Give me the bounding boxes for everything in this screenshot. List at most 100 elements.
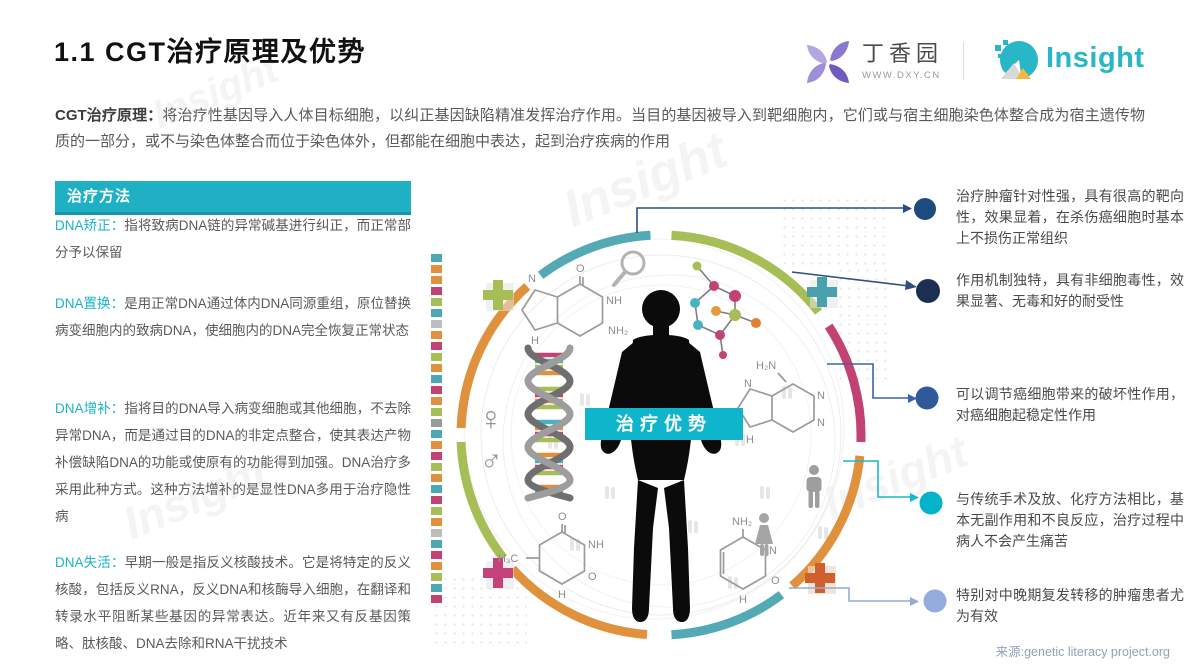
karyotype-square	[431, 254, 442, 262]
karyotype-square	[431, 540, 442, 548]
karyotype-square	[431, 353, 442, 361]
karyotype-square	[431, 320, 442, 328]
advantage-dot	[914, 198, 936, 220]
karyotype-square	[431, 441, 442, 449]
dxy-url: WWW.DXY.CN	[862, 70, 941, 81]
svg-text:H: H	[558, 589, 566, 601]
karyotype-square	[431, 386, 442, 394]
methods-header: 治疗方法	[55, 181, 411, 215]
svg-text:NH₂: NH₂	[608, 325, 628, 337]
karyotype-square	[431, 551, 442, 559]
karyotype-square	[431, 298, 442, 306]
karyotype-square	[431, 474, 442, 482]
karyotype-strip	[431, 254, 444, 606]
karyotype-square	[431, 496, 442, 504]
human-silhouette	[600, 290, 722, 622]
gender-symbols: ♀ ♂	[478, 400, 504, 477]
svg-text:H₃C: H₃C	[498, 553, 518, 565]
karyotype-square	[431, 364, 442, 372]
karyotype-square	[431, 331, 442, 339]
adenine-structure: H₂N N N N H	[736, 360, 825, 446]
method-text: 指将致病DNA链的异常碱基进行纠正，而正常部分予以保留	[55, 218, 411, 260]
karyotype-square	[431, 518, 442, 526]
therapy-ring	[456, 230, 866, 640]
karyotype-square	[431, 397, 442, 405]
magnifier-icon	[612, 250, 646, 287]
method-item-dna-inactivation: DNA失活：早期一般是指反义核酸技术。它是将特定的反义核酸，包括反义RNA，反义…	[55, 549, 411, 657]
karyotype-square	[431, 309, 442, 317]
method-label: DNA增补：	[55, 401, 125, 416]
karyotype-square	[431, 562, 442, 570]
method-label: DNA矫正：	[55, 218, 125, 233]
background-swirls	[463, 238, 845, 620]
karyotype-square	[431, 265, 442, 273]
intro-label: CGT治疗原理：	[55, 107, 163, 124]
dxy-logo-text: 丁香园 WWW.DXY.CN	[862, 41, 944, 82]
advantage-item: 与传统手术及放、化疗方法相比，基本无副作用和不良反应，治疗过程中病人不会产生痛苦	[956, 491, 1184, 549]
svg-text:NH₂: NH₂	[732, 516, 752, 528]
page-title: 1.1 CGT治疗原理及优势	[54, 37, 367, 67]
karyotype-square	[431, 408, 442, 416]
dxy-logo-icon	[802, 36, 854, 88]
male-person-icon	[806, 465, 822, 508]
intro-paragraph: CGT治疗原理：将治疗性基因导入人体目标细胞，以纠正基因缺陷精准发挥治疗作用。当…	[55, 103, 1145, 155]
karyotype-square	[431, 595, 442, 603]
source-note: 来源:genetic literacy project.org	[995, 645, 1170, 659]
svg-text:O: O	[576, 263, 585, 275]
karyotype-square	[431, 276, 442, 284]
method-item-dna-correction: DNA矫正：指将致病DNA链的异常碱基进行纠正，而正常部分予以保留	[55, 212, 411, 266]
dxy-name: 丁香园	[862, 41, 944, 66]
female-icon: ♀	[478, 400, 504, 438]
cgt-illustration: ♀ ♂ O N H NH₂ N H	[430, 188, 890, 648]
method-text: 早期一般是指反义核酸技术。它是将特定的反义核酸，包括反义RNA，反义DNA和核酶…	[55, 555, 411, 651]
male-icon: ♂	[480, 444, 503, 477]
karyotype-square	[431, 507, 442, 515]
karyotype-square	[431, 375, 442, 383]
molecule-network	[690, 261, 761, 359]
dna-helix-icon	[524, 344, 574, 502]
svg-text:O: O	[558, 511, 567, 523]
karyotype-square	[431, 342, 442, 350]
svg-text:H: H	[739, 594, 747, 606]
method-label: DNA置换：	[55, 296, 125, 311]
advantage-dot	[916, 279, 940, 303]
karyotype-square	[431, 573, 442, 581]
advantage-dot	[919, 491, 943, 515]
advantage-item: 作用机制独特，具有非细胞毒性，效果显著、无毒和好的耐受性	[956, 272, 1184, 309]
karyotype-square	[431, 430, 442, 438]
advantage-dot	[923, 589, 947, 613]
svg-text:O: O	[588, 571, 597, 583]
advantage-item: 特别对中晚期复发转移的肿瘤患者尤为有效	[956, 587, 1184, 624]
advantage-item: 治疗肿瘤针对性强，具有很高的靶向性，效果显着，在杀伤癌细胞时基本上不损伤正常组织	[956, 188, 1184, 246]
advantage-item: 可以调节癌细胞带来的破坏性作用，对癌细胞起稳定性作用	[956, 386, 1184, 423]
svg-text:N: N	[769, 545, 777, 557]
logo-divider	[963, 42, 964, 80]
thymine-structure: O H₃C NH O H	[498, 511, 604, 601]
karyotype-square	[431, 463, 442, 471]
karyotype-square	[431, 419, 442, 427]
karyotype-square	[431, 584, 442, 592]
karyotype-square	[431, 485, 442, 493]
svg-text:H₂N: H₂N	[756, 360, 776, 372]
insight-logo-icon	[992, 37, 1040, 85]
guanine-structure: O NH NH₂ N H	[520, 263, 628, 347]
method-text: 指将目的DNA导入病变细胞或其他细胞，不去除异常DNA，而是通过目的DNA的非定…	[55, 401, 411, 524]
svg-text:N: N	[817, 390, 825, 402]
svg-text:H: H	[531, 335, 539, 347]
method-text: 是用正常DNA通过体内DNA同源重组，原位替换病变细胞内的致病DNA，使细胞内的…	[55, 296, 411, 338]
svg-text:N: N	[817, 417, 825, 429]
svg-text:O: O	[771, 575, 780, 587]
svg-text:H: H	[746, 434, 754, 446]
svg-text:N: N	[528, 273, 536, 285]
method-item-dna-replacement: DNA置换：是用正常DNA通过体内DNA同源重组，原位替换病变细胞内的致病DNA…	[55, 290, 411, 344]
karyotype-square	[431, 287, 442, 295]
svg-text:N: N	[744, 378, 752, 390]
intro-text: 将治疗性基因导入人体目标细胞，以纠正基因缺陷精准发挥治疗作用。当目的基因被导入到…	[55, 107, 1145, 150]
method-label: DNA失活：	[55, 555, 125, 570]
karyotype-square	[431, 529, 442, 537]
female-person-icon	[755, 513, 773, 556]
center-label: 治疗优势	[585, 408, 743, 440]
advantage-dot	[915, 386, 939, 410]
insight-name: Insight	[1046, 42, 1145, 74]
